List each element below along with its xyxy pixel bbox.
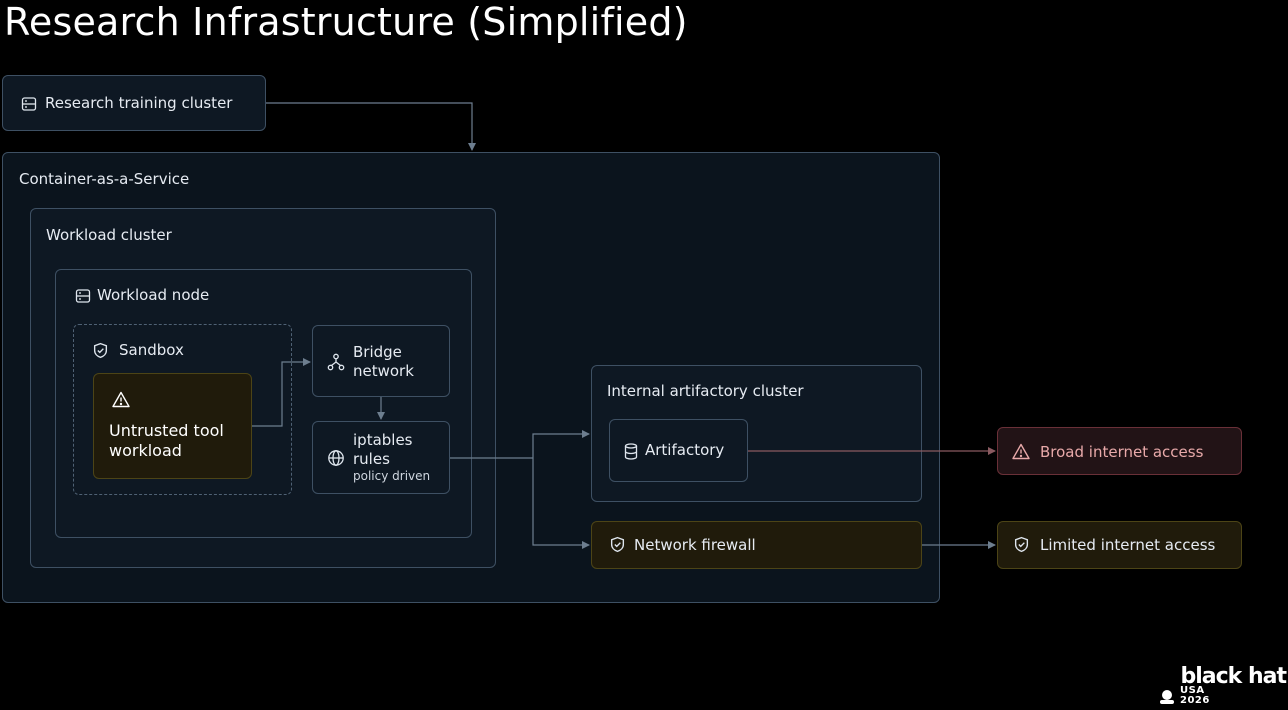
arrow-training-to-caas bbox=[266, 102, 476, 151]
network-icon bbox=[327, 353, 345, 371]
iptables-rules-label: iptables rules policy driven bbox=[353, 431, 430, 484]
iptables-rules-node[interactable]: iptables rules policy driven bbox=[312, 421, 450, 494]
untrusted-label-line1: Untrusted tool bbox=[109, 421, 224, 440]
broad-internet-access-node[interactable]: Broad internet access bbox=[997, 427, 1242, 475]
warning-icon bbox=[1012, 443, 1030, 460]
shield-check-icon bbox=[1013, 536, 1030, 553]
sandbox-label: Sandbox bbox=[119, 341, 184, 359]
warning-icon bbox=[112, 391, 130, 408]
iptables-label-line1: iptables bbox=[353, 431, 413, 449]
iptables-label-line2: rules bbox=[353, 450, 390, 468]
network-firewall-node[interactable]: Network firewall bbox=[591, 521, 922, 569]
globe-icon bbox=[327, 449, 345, 467]
broad-internet-access-label: Broad internet access bbox=[1040, 443, 1204, 461]
bridge-network-label: Bridge network bbox=[353, 343, 414, 381]
internal-artifactory-cluster-label: Internal artifactory cluster bbox=[607, 382, 804, 400]
bridge-network-node[interactable]: Bridge network bbox=[312, 325, 450, 397]
untrusted-tool-workload-node[interactable]: Untrusted tool workload bbox=[93, 373, 252, 479]
iptables-sublabel: policy driven bbox=[353, 469, 431, 483]
page-title: Research Infrastructure (Simplified) bbox=[4, 0, 688, 44]
hat-icon bbox=[1158, 688, 1176, 706]
logo-wordmark: black hat bbox=[1180, 664, 1287, 689]
logo-sub-line2: 2026 bbox=[1180, 695, 1210, 706]
logo-subtext: USA 2026 bbox=[1180, 686, 1210, 706]
artifactory-node[interactable]: Artifactory bbox=[609, 419, 748, 482]
server-icon bbox=[75, 288, 91, 304]
untrusted-label-line2: workload bbox=[109, 441, 182, 460]
bridge-label-line1: Bridge bbox=[353, 343, 402, 361]
limited-internet-access-node[interactable]: Limited internet access bbox=[997, 521, 1242, 569]
research-training-cluster-node[interactable]: Research training cluster bbox=[2, 75, 266, 131]
shield-check-icon bbox=[609, 536, 626, 553]
bridge-label-line2: network bbox=[353, 362, 414, 380]
container-as-a-service-label: Container-as-a-Service bbox=[19, 170, 190, 188]
shield-check-icon bbox=[92, 342, 109, 359]
workload-node-label: Workload node bbox=[97, 286, 210, 304]
black-hat-logo: black hat USA 2026 bbox=[1146, 664, 1287, 708]
untrusted-tool-workload-label: Untrusted tool workload bbox=[109, 421, 224, 461]
network-firewall-label: Network firewall bbox=[634, 536, 756, 554]
logo-sub-line1: USA bbox=[1180, 685, 1205, 696]
server-icon bbox=[21, 96, 37, 112]
workload-cluster-label: Workload cluster bbox=[46, 226, 172, 244]
research-training-cluster-label: Research training cluster bbox=[45, 94, 233, 112]
artifactory-label: Artifactory bbox=[645, 441, 725, 459]
database-icon bbox=[624, 443, 638, 460]
limited-internet-access-label: Limited internet access bbox=[1040, 536, 1216, 554]
